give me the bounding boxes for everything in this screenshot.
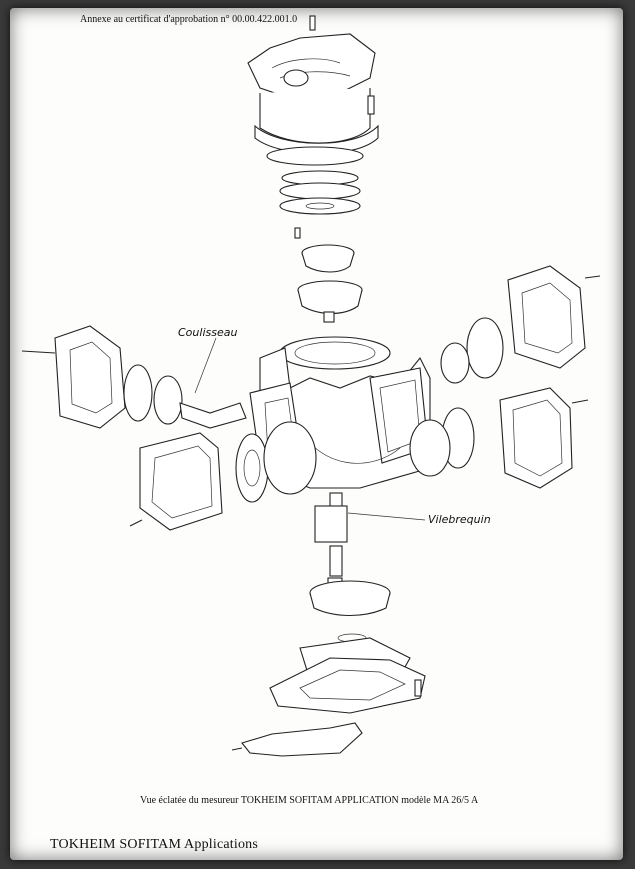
lower-stack xyxy=(231,492,426,757)
document-page: Annexe au certificat d'approbation n° 00… xyxy=(10,8,623,860)
figure-caption: Vue éclatée du mesureur TOKHEIM SOFITAM … xyxy=(140,795,479,806)
coulisseau-label: Coulisseau xyxy=(178,326,238,339)
coulisseau-leader xyxy=(194,337,217,394)
top-cover xyxy=(247,15,379,155)
right-assemblies xyxy=(409,265,601,489)
vilebrequin-leader xyxy=(347,512,426,521)
certificate-header: Annexe au certificat d'approbation n° 00… xyxy=(80,14,298,25)
upper-gasket-stack xyxy=(266,146,364,323)
left-assemblies xyxy=(21,325,317,531)
vilebrequin-label: Vilebrequin xyxy=(428,513,491,526)
exploded-view-drawing xyxy=(21,15,601,757)
company-footer: TOKHEIM SOFITAM Applications xyxy=(50,837,258,852)
